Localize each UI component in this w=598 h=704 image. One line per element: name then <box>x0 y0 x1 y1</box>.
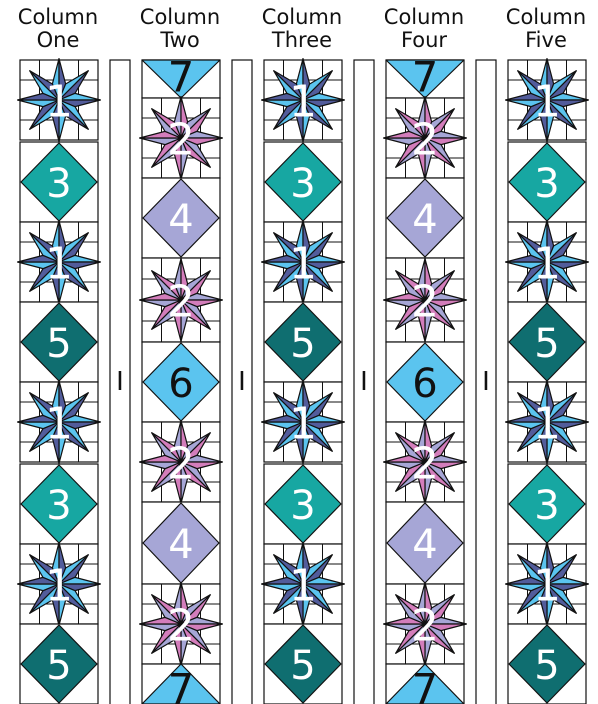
column-2-block-7-number: 4 <box>168 522 193 568</box>
column-2-block-4: 2 <box>140 258 223 342</box>
column-4-block-3: 4 <box>386 178 464 258</box>
column-5-block-4: 5 <box>508 302 586 382</box>
column-2-block-3: 4 <box>142 178 220 258</box>
column-2-block-5-number: 6 <box>168 361 193 407</box>
column-4-block-5-number: 6 <box>412 361 437 407</box>
column-2-block-8: 2 <box>140 583 223 666</box>
column-2-block-9-number: 7 <box>168 664 195 704</box>
sashing-strip-2: I <box>232 60 252 704</box>
column-4-block-8-number: 2 <box>411 601 439 652</box>
column-3-block-8-number: 5 <box>290 643 315 689</box>
sashing-strip-4-label: I <box>482 367 490 397</box>
column-3-block-5: 1 <box>262 381 345 464</box>
column-2-block-2-number: 2 <box>167 115 195 166</box>
column-3-block-7-number: 1 <box>289 561 317 612</box>
column-5-block-6: 3 <box>508 464 586 544</box>
column-1-block-8: 5 <box>20 624 98 704</box>
column-4-block-4: 2 <box>384 258 467 342</box>
column-1-block-1-number: 1 <box>45 77 73 128</box>
column-5-block-1-number: 1 <box>533 77 561 128</box>
column-4-block-6: 2 <box>384 421 467 504</box>
column-2-block-5: 6 <box>142 342 220 422</box>
column-4-block-5: 6 <box>386 342 464 422</box>
column-3-block-5-number: 1 <box>289 399 317 450</box>
column-5-block-5: 1 <box>506 381 589 464</box>
column-3-block-2: 3 <box>264 142 342 222</box>
column-2-block-7: 4 <box>142 502 220 584</box>
sashing-strip-4: I <box>476 60 496 704</box>
column-4-block-1: 7 <box>386 53 464 102</box>
column-1-block-3-number: 1 <box>45 239 73 290</box>
column-4-block-4-number: 2 <box>411 277 439 328</box>
column-1-block-5-number: 1 <box>45 399 73 450</box>
column-3-block-8: 5 <box>264 624 342 704</box>
sashing-strip-2-label: I <box>238 367 246 397</box>
column-1-block-3: 1 <box>18 221 101 304</box>
column-4-block-3-number: 4 <box>412 197 437 243</box>
column-3-block-3-number: 1 <box>289 239 317 290</box>
column-4-block-8: 2 <box>384 583 467 666</box>
column-1-block-8-number: 5 <box>46 643 71 689</box>
sashing-strip-1-label: I <box>116 367 124 397</box>
column-4-block-7: 4 <box>386 502 464 584</box>
column-5-block-7: 1 <box>506 543 589 626</box>
column-1-block-6-number: 3 <box>46 483 71 529</box>
column-2-block-6: 2 <box>140 421 223 504</box>
column-5-block-1: 1 <box>506 59 589 142</box>
column-1-block-2-number: 3 <box>46 161 71 207</box>
column-2-block-3-number: 4 <box>168 197 193 243</box>
column-1-block-2: 3 <box>20 142 98 222</box>
column-1-block-5: 1 <box>18 381 101 464</box>
column-2-block-2: 2 <box>140 97 223 180</box>
column-3-block-2-number: 3 <box>290 161 315 207</box>
column-2-block-4-number: 2 <box>167 277 195 328</box>
column-5-block-4-number: 5 <box>534 321 559 367</box>
column-1-block-4: 5 <box>20 302 98 382</box>
column-1-block-1: 1 <box>18 59 101 142</box>
column-5-block-8-number: 5 <box>534 643 559 689</box>
column-4-block-6-number: 2 <box>411 439 439 490</box>
column-3-block-4: 5 <box>264 302 342 382</box>
sashing-strip-3-label: I <box>360 367 368 397</box>
column-5-block-2-number: 3 <box>534 161 559 207</box>
column-5-block-5-number: 1 <box>533 399 561 450</box>
column-2-block-1-number: 7 <box>168 53 195 102</box>
column-4-block-9-number: 7 <box>412 664 439 704</box>
column-2-block-6-number: 2 <box>167 439 195 490</box>
column-5-block-6-number: 3 <box>534 483 559 529</box>
column-5-block-8: 5 <box>508 624 586 704</box>
column-5-block-7-number: 1 <box>533 561 561 612</box>
column-1-block-7-number: 1 <box>45 561 73 612</box>
column-5-block-3-number: 1 <box>533 239 561 290</box>
column-2-block-1: 7 <box>142 53 220 102</box>
column-3-block-3: 1 <box>262 221 345 304</box>
column-2-block-8-number: 2 <box>167 601 195 652</box>
column-4-block-2: 2 <box>384 97 467 180</box>
column-4-block-7-number: 4 <box>412 522 437 568</box>
column-3-block-4-number: 5 <box>290 321 315 367</box>
column-3-block-7: 1 <box>262 543 345 626</box>
column-3-block-1-number: 1 <box>289 77 317 128</box>
column-4-block-2-number: 2 <box>411 115 439 166</box>
column-3-block-1: 1 <box>262 59 345 142</box>
column-5-block-3: 1 <box>506 221 589 304</box>
column-3-block-6: 3 <box>264 464 342 544</box>
column-2-block-9: 7 <box>142 664 220 704</box>
column-5-block-2: 3 <box>508 142 586 222</box>
column-4-block-9: 7 <box>386 664 464 704</box>
column-3-block-6-number: 3 <box>290 483 315 529</box>
sashing-strip-3: I <box>354 60 374 704</box>
sashing-strip-1: I <box>110 60 130 704</box>
column-1-block-7: 1 <box>18 543 101 626</box>
column-1-block-4-number: 5 <box>46 321 71 367</box>
column-4-block-1-number: 7 <box>412 53 439 102</box>
column-1-block-6: 3 <box>20 464 98 544</box>
